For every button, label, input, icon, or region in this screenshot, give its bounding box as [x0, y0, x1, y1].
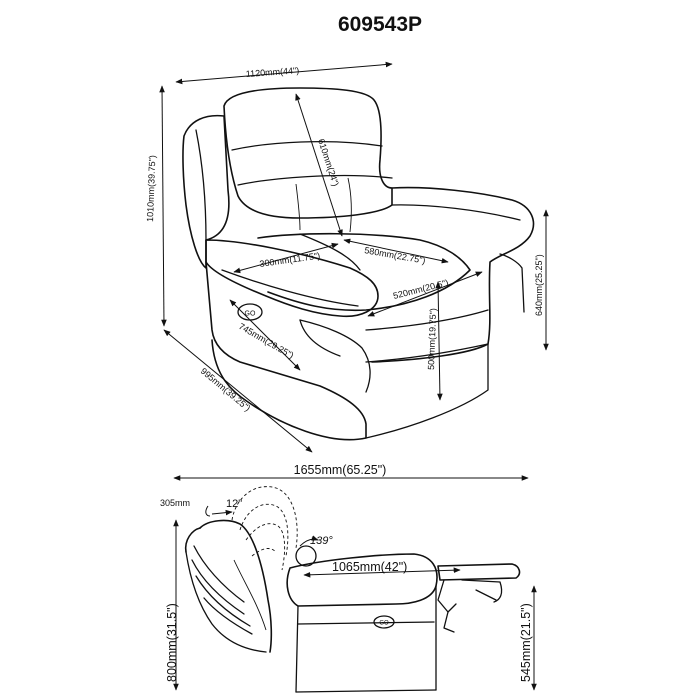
- front-view-chair: [182, 87, 535, 441]
- back-height-label: 610mm(24"): [316, 138, 341, 188]
- leg-rest-height-label: 545mm(21.5"): [519, 603, 533, 682]
- side-dimension-lines: [173, 475, 537, 691]
- overall-height-label: 1010mm(39.75"): [145, 155, 157, 222]
- side-height-label: 800mm(31.5"): [165, 603, 179, 682]
- seat-width-label: 580mm(22.75"): [364, 245, 427, 266]
- seat-height-label: 500mm(19.75"): [426, 308, 438, 370]
- overall-width-label: 1120mm(44"): [245, 65, 299, 79]
- reclined-length-label: 1655mm(65.25"): [294, 463, 387, 477]
- model-number: 609543P: [338, 13, 422, 36]
- overall-depth-label: 995mm(39.25"): [199, 366, 253, 413]
- arm-height-label: 640mm(25.25"): [534, 254, 544, 316]
- front-dimension-lines: [159, 61, 549, 453]
- recline-angle-label: 139°: [310, 535, 333, 547]
- seat-depth-label: 520mm(20.5"): [392, 278, 449, 301]
- side-power-button-label: GO: [379, 621, 389, 627]
- wall-clearance-inches-label: 12": [226, 498, 242, 510]
- wall-clearance-label: 305mm: [160, 498, 190, 508]
- side-view-chair: [184, 486, 521, 693]
- reclined-depth-label: 1065mm(42"): [332, 560, 407, 574]
- arm-length-label: 745mm(29.25"): [237, 321, 295, 361]
- arm-width-label: 300mm(11.75"): [259, 251, 321, 269]
